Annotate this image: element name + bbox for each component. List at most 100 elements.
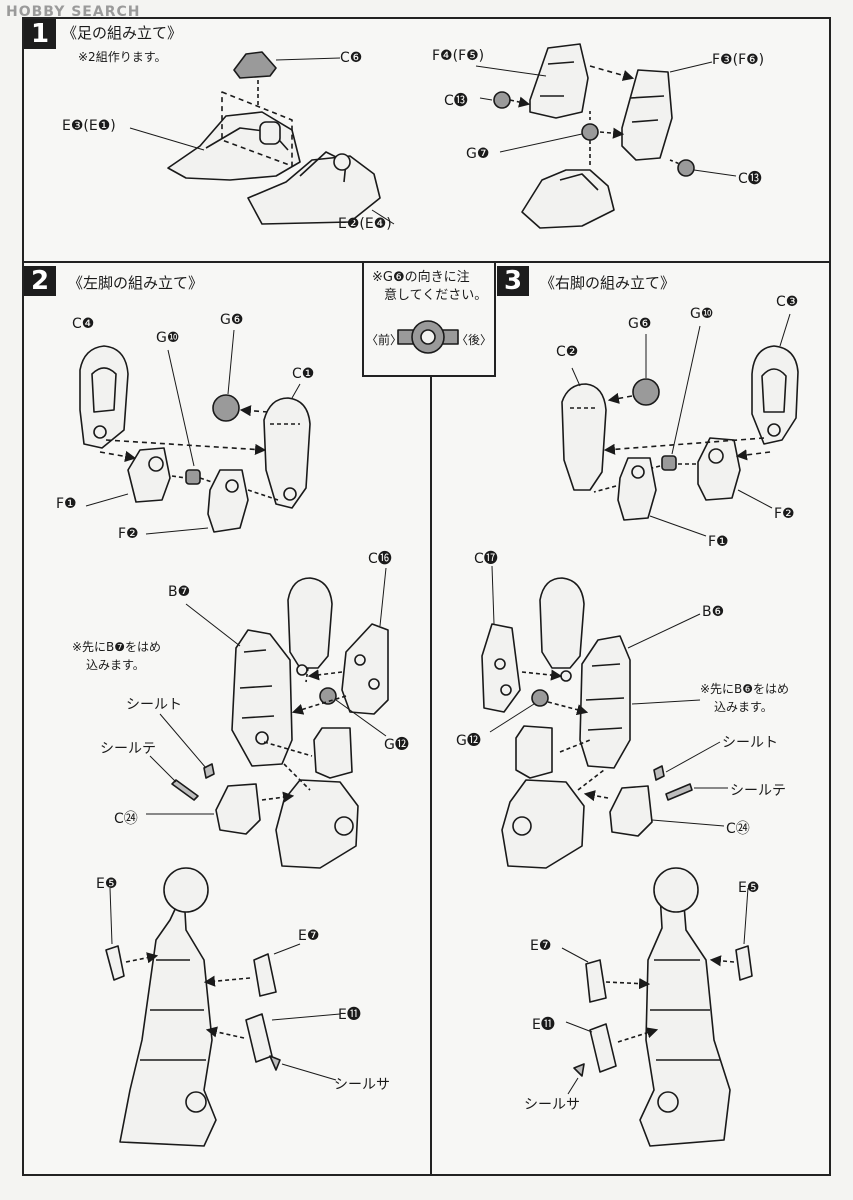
- label-f2-left: F❷: [118, 526, 139, 542]
- part-foot-bottom: [521, 169, 615, 229]
- label-e11-left: E⓫: [338, 1007, 361, 1023]
- caution-line2: 意してください。: [384, 288, 488, 303]
- step2-title: 《左脚の組み立て》: [68, 274, 204, 292]
- label-c13-right: C⓭: [738, 171, 762, 187]
- seal-te-left: [171, 779, 199, 801]
- step3-number: 3: [497, 266, 529, 296]
- part-e7-right: [585, 959, 607, 1003]
- seal-te-right: [665, 783, 693, 801]
- part-e2: [247, 155, 381, 225]
- part-g10-right: [661, 455, 677, 471]
- part-g6-right: [632, 378, 660, 406]
- seal-sa-right: [573, 1063, 585, 1077]
- part-f2-left: [207, 469, 249, 533]
- part-f1-left: [127, 447, 171, 503]
- step1-note: ※2組作ります。: [78, 50, 167, 64]
- part-e3: [167, 111, 301, 181]
- step1-panel: [22, 17, 831, 263]
- part-c3-right: [751, 345, 799, 445]
- hobby-search-watermark: HOBBY SEARCH: [6, 4, 141, 20]
- part-b6-right: [579, 635, 631, 769]
- label-g6-right: G❻: [628, 316, 652, 332]
- label-seal-sa-right: シールサ: [524, 1097, 580, 1113]
- part-upper-thigh-left: [287, 577, 333, 669]
- step2-note-line2: 込みます。: [86, 658, 145, 672]
- step2-note-line1: ※先にB❼をはめ: [72, 640, 162, 654]
- label-c24-left: C㉔: [114, 811, 138, 827]
- label-g12-right: G⓬: [456, 733, 481, 749]
- part-c1-left: [263, 397, 311, 509]
- part-knee-left: [313, 727, 353, 779]
- part-f4: [529, 43, 589, 119]
- part-e11-right: [589, 1023, 617, 1073]
- label-g10-left: G❿: [156, 330, 180, 346]
- part-g7: [581, 123, 599, 141]
- step3-note-line1: ※先にB❻をはめ: [700, 682, 790, 696]
- part-c6: [233, 51, 277, 79]
- label-seal-to-left: シールト: [126, 697, 182, 713]
- part-c13-right: [677, 159, 695, 177]
- part-g10-left: [185, 469, 201, 485]
- label-g10-right: G❿: [690, 306, 714, 322]
- seal-sa-left: [269, 1055, 281, 1071]
- label-f3-f6: F❸(F❻): [712, 52, 765, 68]
- seal-to-right: [653, 765, 665, 781]
- label-g12-left: G⓬: [384, 737, 409, 753]
- part-c2-right: [561, 383, 607, 491]
- part-c24-left: [215, 783, 261, 835]
- part-g12-right: [531, 689, 549, 707]
- label-f2-right: F❷: [774, 506, 795, 522]
- part-e5-left: [105, 945, 125, 981]
- label-e7-left: E❼: [298, 928, 320, 944]
- label-e3-e1: E❸(E❶): [62, 118, 116, 134]
- part-c13-left: [493, 91, 511, 109]
- label-g7: G❼: [466, 146, 490, 162]
- label-e5-right: E❺: [738, 880, 760, 896]
- seal-to-left: [203, 763, 215, 779]
- label-g6-left: G❻: [220, 312, 244, 328]
- part-f3: [621, 69, 673, 161]
- g6-orientation-caution: ※G❻の向きに注 意してください。 〈前〉 〈後〉: [362, 261, 496, 377]
- part-b7-left: [231, 629, 293, 767]
- label-c1-left: C❶: [292, 366, 315, 382]
- label-c17-right: C⓱: [474, 551, 498, 567]
- label-c6: C❻: [340, 50, 363, 66]
- part-c4-left: [79, 345, 129, 449]
- label-c16-left: C⓰: [368, 551, 392, 567]
- part-f1-right: [617, 457, 657, 521]
- step1-title: 《足の組み立て》: [62, 24, 183, 42]
- label-c2-right: C❷: [556, 344, 579, 360]
- label-b6-right: B❻: [702, 604, 725, 620]
- part-knee-right: [515, 725, 553, 779]
- label-c4-left: C❹: [72, 316, 95, 332]
- part-e7-left: [253, 953, 277, 997]
- part-e11-left: [245, 1013, 273, 1063]
- label-e5-left: E❺: [96, 876, 118, 892]
- label-seal-te-right: シールテ: [730, 783, 786, 799]
- label-c24-right: C㉔: [726, 821, 750, 837]
- part-upper-thigh-right: [539, 577, 585, 669]
- part-g6-left: [212, 394, 240, 422]
- label-b7-left: B❼: [168, 584, 191, 600]
- part-shin-lower-right: [501, 779, 585, 869]
- label-c3-right: C❸: [776, 294, 799, 310]
- label-e2-e4: E❷(E❹): [338, 216, 392, 232]
- part-f2-right: [697, 437, 741, 501]
- step2-number: 2: [24, 266, 56, 296]
- label-seal-to-right: シールト: [722, 735, 778, 751]
- label-seal-sa-left: シールサ: [334, 1077, 390, 1093]
- step3-title: 《右脚の組み立て》: [540, 274, 676, 292]
- part-g12-left: [319, 687, 337, 705]
- label-f1-right: F❶: [708, 534, 729, 550]
- label-seal-te-left: シールテ: [100, 741, 156, 757]
- caution-front-label: 〈前〉: [366, 333, 403, 347]
- step3-note-line2: 込みます。: [714, 700, 773, 714]
- step1-number: 1: [24, 19, 56, 49]
- label-c13-left: C⓭: [444, 93, 468, 109]
- part-e5-right: [735, 945, 753, 981]
- label-e11-right: E⓫: [532, 1017, 555, 1033]
- label-e7-right: E❼: [530, 938, 552, 954]
- part-c24-right: [609, 785, 653, 837]
- caution-back-label: 〈後〉: [456, 333, 493, 347]
